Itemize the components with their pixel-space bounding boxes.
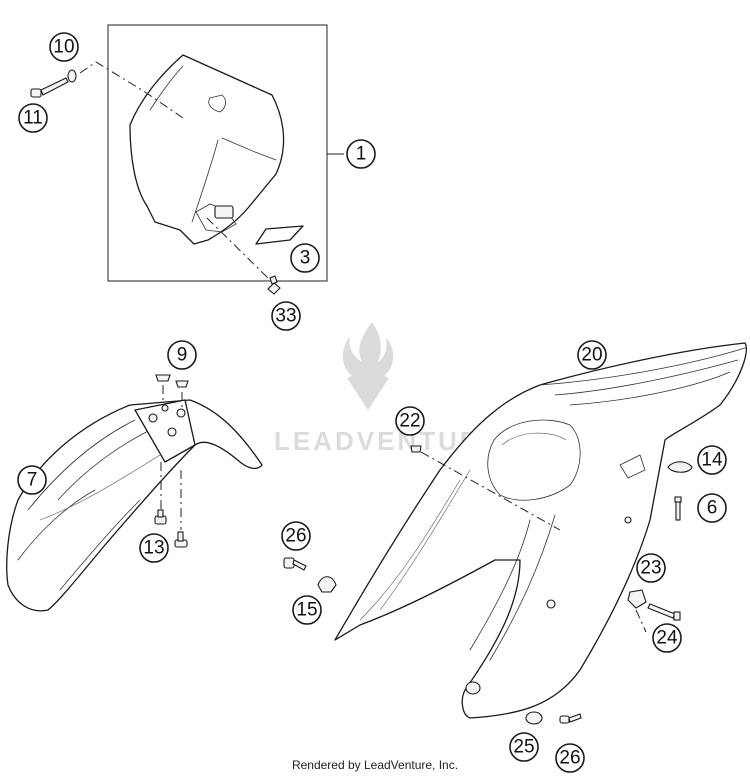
callout-26[interactable]: 26	[281, 521, 311, 551]
screw-icon	[647, 603, 681, 621]
svg-text:6: 6	[707, 498, 718, 519]
callout-9[interactable]: 9	[167, 340, 197, 370]
washer-icon	[175, 380, 189, 388]
screw-icon	[283, 557, 307, 571]
svg-text:25: 25	[513, 737, 534, 758]
svg-text:15: 15	[296, 600, 317, 621]
decal-icon	[255, 225, 304, 245]
callout-15[interactable]: 15	[292, 595, 322, 625]
callout-13[interactable]: 13	[139, 533, 169, 563]
grommet-icon	[317, 576, 337, 593]
callout-3[interactable]: 3	[290, 243, 320, 273]
svg-text:26: 26	[559, 748, 580, 769]
flame-v-logo-icon	[342, 322, 394, 410]
svg-text:26: 26	[285, 526, 306, 547]
callout-14[interactable]: 14	[697, 445, 727, 475]
svg-text:10: 10	[53, 37, 74, 58]
svg-text:22: 22	[399, 411, 420, 432]
washer-icon	[67, 69, 77, 83]
svg-text:3: 3	[300, 248, 311, 269]
svg-text:24: 24	[656, 628, 678, 649]
callout-24[interactable]: 24	[652, 623, 682, 653]
svg-text:23: 23	[640, 558, 661, 579]
callout-25[interactable]: 25	[509, 732, 539, 762]
callout-22[interactable]: 22	[395, 406, 425, 436]
callout-10[interactable]: 10	[49, 32, 79, 62]
screw-icon	[30, 77, 69, 98]
svg-text:11: 11	[23, 108, 43, 129]
screw-icon	[154, 509, 167, 525]
washer-icon	[155, 374, 171, 382]
washer-icon	[410, 445, 422, 453]
svg-text:14: 14	[701, 450, 723, 471]
svg-text:1: 1	[356, 144, 367, 165]
callout-7[interactable]: 7	[17, 465, 47, 495]
front-fender-icon	[6, 399, 263, 612]
callout-23[interactable]: 23	[636, 553, 666, 583]
nut-icon	[627, 589, 647, 609]
callout-11[interactable]: 11	[18, 103, 48, 133]
svg-text:7: 7	[27, 470, 38, 491]
dash-line	[420, 451, 561, 531]
screw-icon	[174, 531, 188, 548]
dash-line	[206, 217, 272, 282]
svg-text:20: 20	[581, 345, 602, 366]
callout-1[interactable]: 1	[346, 139, 376, 169]
callout-26[interactable]: 26	[555, 743, 585, 773]
svg-text:13: 13	[143, 538, 164, 559]
callout-6[interactable]: 6	[697, 493, 727, 523]
washer-icon	[525, 711, 543, 725]
number-plate-icon	[129, 54, 285, 245]
footer-credit: Rendered by LeadVenture, Inc.	[291, 758, 459, 772]
dash-line	[635, 609, 647, 633]
svg-text:33: 33	[275, 306, 296, 327]
screw-icon	[674, 496, 682, 521]
svg-text:9: 9	[177, 345, 188, 366]
rear-fender-icon	[334, 342, 747, 719]
dash-line	[79, 61, 184, 119]
screw-icon	[267, 275, 281, 295]
callout-33[interactable]: 33	[271, 301, 301, 331]
screw-icon	[559, 713, 582, 724]
callout-20[interactable]: 20	[577, 340, 607, 370]
kit-frame	[107, 24, 328, 282]
grommet-icon	[667, 461, 693, 473]
